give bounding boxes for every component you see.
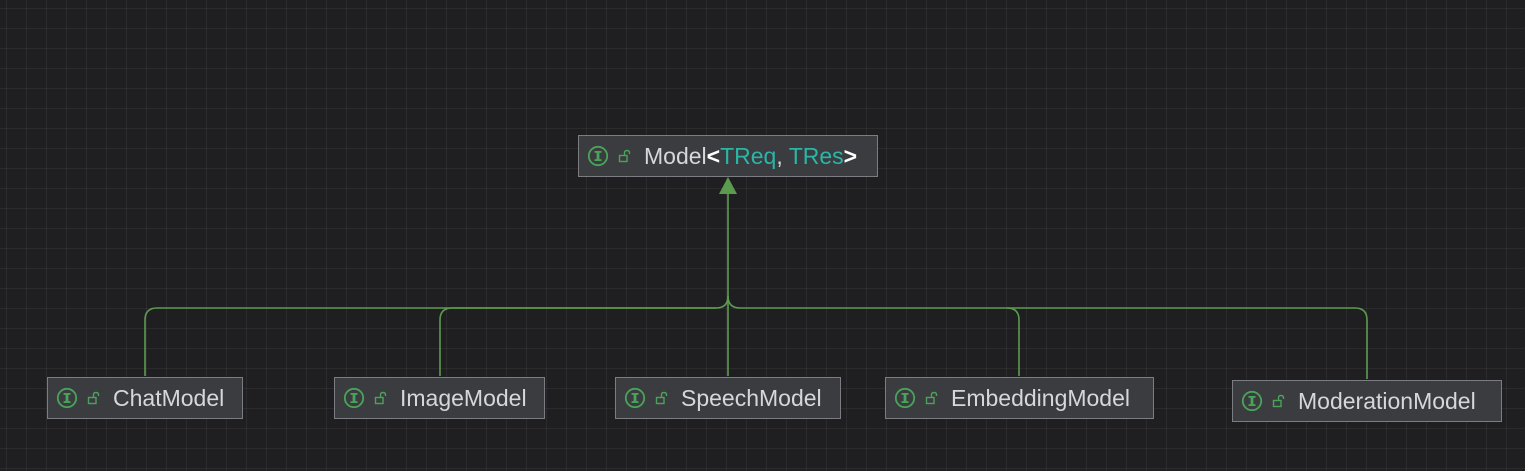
interface-icon — [624, 387, 646, 409]
interface-icon — [343, 387, 365, 409]
edge-embeddingmodel — [727, 295, 1020, 376]
edge-imagemodel — [439, 307, 716, 376]
edge-chatmodel — [144, 190, 729, 376]
public-unlock-icon — [925, 391, 939, 405]
interface-icon — [56, 387, 78, 409]
public-unlock-icon — [374, 391, 388, 405]
interface-icon — [1241, 390, 1263, 412]
node-label: Model<TReq, TRes> — [644, 143, 857, 170]
node-moderationmodel[interactable]: ModerationModel — [1232, 380, 1502, 422]
class-name: Model — [644, 142, 707, 169]
class-name: EmbeddingModel — [951, 384, 1131, 411]
node-speechmodel[interactable]: SpeechModel — [615, 377, 841, 419]
type-param-tres: TRes — [788, 142, 844, 169]
inheritance-arrowhead — [719, 177, 737, 194]
param-separator: , — [776, 142, 789, 169]
angle-open: < — [706, 142, 721, 169]
edge-moderationmodel — [1007, 307, 1368, 379]
class-name: ChatModel — [113, 384, 225, 411]
node-imagemodel[interactable]: ImageModel — [334, 377, 545, 419]
interface-icon — [894, 387, 916, 409]
public-unlock-icon — [1272, 394, 1286, 408]
interface-icon — [587, 145, 609, 167]
class-name: SpeechModel — [681, 384, 822, 411]
type-param-treq: TReq — [720, 142, 777, 169]
class-name: ModerationModel — [1298, 387, 1476, 414]
node-model[interactable]: Model<TReq, TRes> — [578, 135, 878, 177]
public-unlock-icon — [655, 391, 669, 405]
node-embeddingmodel[interactable]: EmbeddingModel — [885, 377, 1154, 419]
public-unlock-icon — [618, 149, 632, 163]
angle-close: > — [843, 142, 858, 169]
node-chatmodel[interactable]: ChatModel — [47, 377, 243, 419]
class-name: ImageModel — [400, 384, 527, 411]
public-unlock-icon — [87, 391, 101, 405]
